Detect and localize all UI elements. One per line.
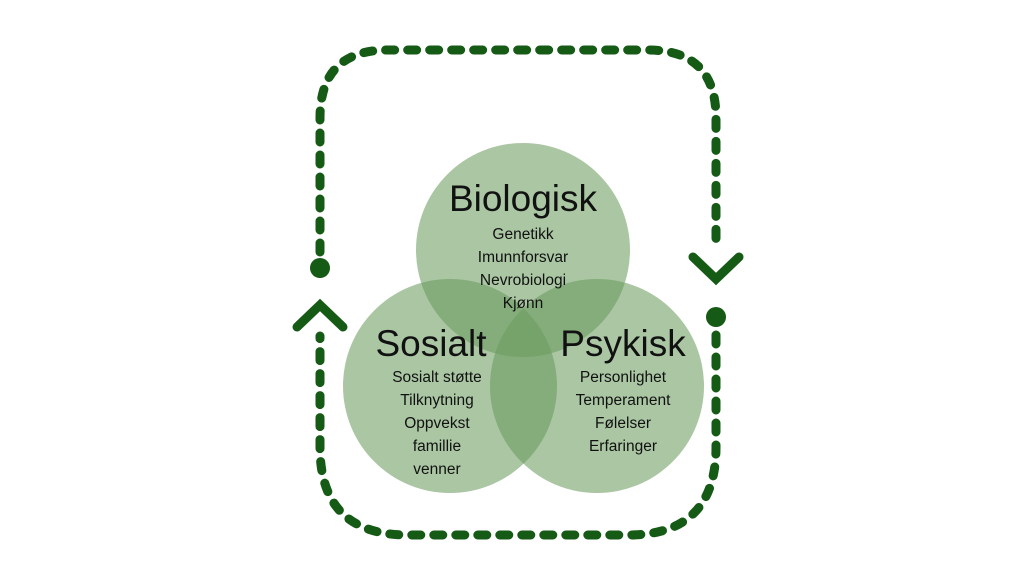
circle-item: Erfaringer	[589, 438, 657, 455]
circle-title-psykisk: Psykisk	[560, 323, 686, 364]
circle-title-sosialt: Sosialt	[375, 323, 487, 364]
circle-title-biologisk: Biologisk	[449, 178, 598, 219]
sosialt-labels: Sosialt Sosialt støtte Tilknytning Oppve…	[375, 323, 487, 478]
circle-item: Temperament	[576, 392, 671, 409]
psykisk-labels: Psykisk Personlighet Temperament Følelse…	[560, 323, 686, 455]
circle-item: Tilknytning	[400, 392, 474, 409]
chevron-down-icon	[688, 252, 744, 286]
chevron-up-icon	[292, 298, 348, 332]
circle-item: famillie	[413, 438, 461, 455]
circle-item: Personlighet	[580, 369, 667, 386]
circle-item: Genetikk	[492, 226, 553, 243]
circle-psykisk	[490, 279, 704, 493]
circle-item: Oppvekst	[404, 415, 470, 432]
circle-item: Sosialt støtte	[392, 369, 482, 386]
cycle-dot-right	[706, 307, 726, 327]
circle-item: Nevrobiologi	[480, 272, 566, 289]
venn-circles	[343, 143, 704, 493]
circle-sosialt	[343, 279, 557, 493]
circle-item: Følelser	[595, 415, 651, 432]
cycle-dot-left	[310, 258, 330, 278]
cycle-arrow-top	[315, 45, 721, 257]
cycle-arrows	[292, 45, 744, 540]
cycle-arrow-bottom	[315, 330, 721, 540]
circle-item: Imunnforsvar	[478, 249, 568, 266]
circle-item: venner	[413, 461, 460, 478]
circle-item: Kjønn	[503, 295, 544, 312]
biologisk-labels: Biologisk Genetikk Imunnforsvar Nevrobio…	[449, 178, 598, 312]
